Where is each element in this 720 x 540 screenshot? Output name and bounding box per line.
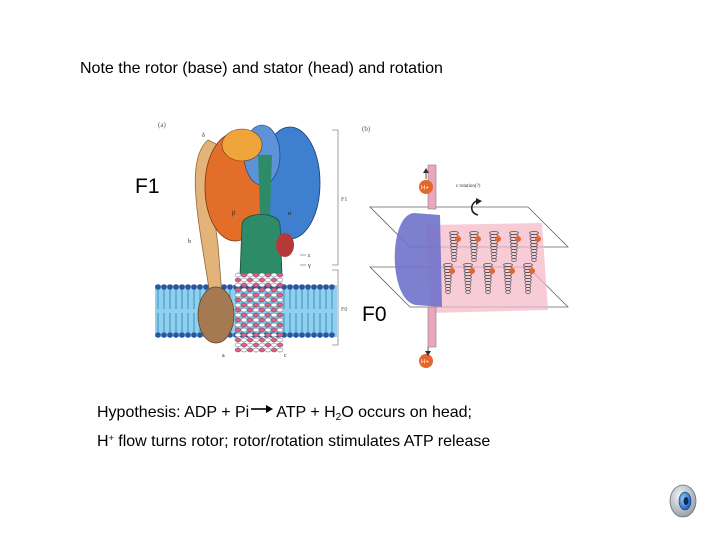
- c-subunit-helices: [443, 231, 541, 294]
- delta-subunit: [221, 128, 263, 162]
- svg-text:ε: ε: [308, 253, 311, 259]
- hypothesis-line-2-text: flow turns rotor; rotor/rotation stimula…: [113, 433, 491, 450]
- svg-text:β: β: [232, 211, 235, 217]
- figure-a-panel-label: (a): [158, 121, 166, 129]
- gamma-stalk: [239, 214, 283, 276]
- svg-text:F0: F0: [341, 307, 347, 313]
- hypothesis-text: Hypothesis: ADP + Pi ATP + H2O occurs on …: [97, 403, 490, 452]
- svg-text:F1: F1: [341, 197, 347, 203]
- hypothesis-line-1: Hypothesis: ADP + Pi ATP + H2O occurs on …: [97, 403, 490, 428]
- proton-symbol: H: [97, 433, 109, 450]
- f0-label: F0: [362, 303, 387, 326]
- hypothesis-prefix: Hypothesis: ADP + Pi: [97, 404, 250, 421]
- atp-synthase-structure-figure: (a) δ β α b ε γ a c F1 F0: [155, 121, 347, 359]
- hypothesis-suffix: O occurs on head;: [341, 404, 472, 421]
- proton-ion-bottom: H+: [419, 354, 433, 368]
- svg-text:δ: δ: [202, 133, 205, 139]
- right-arrow-icon: [251, 405, 274, 413]
- hypothesis-line-2: H+ flow turns rotor; rotor/rotation stim…: [97, 428, 490, 452]
- svg-text:b: b: [188, 239, 191, 245]
- svg-text:a: a: [222, 353, 225, 359]
- water-subscript: 2: [335, 412, 342, 423]
- figure-b-panel-label: (b): [362, 125, 371, 133]
- svg-text:ε rotation(?): ε rotation(?): [456, 184, 481, 189]
- proton-ion-top: H+: [419, 180, 433, 194]
- proton-charge: +: [108, 433, 114, 443]
- rotation-mechanism-figure: (b) ε rotation(?) H+ H+: [362, 125, 569, 368]
- slide-title: Note the rotor (base) and stator (head) …: [80, 60, 443, 77]
- rotation-arrow: [470, 200, 479, 216]
- svg-text:α: α: [288, 211, 292, 217]
- c-ring: [234, 272, 284, 353]
- speaker-icon[interactable]: [666, 484, 700, 518]
- svg-text:γ: γ: [307, 263, 311, 269]
- stator-half-cylinder: [394, 213, 442, 307]
- epsilon-subunit: [276, 233, 294, 257]
- svg-text:c: c: [284, 353, 287, 359]
- hypothesis-atp: ATP + H: [276, 404, 336, 421]
- f1-label: F1: [135, 175, 160, 198]
- subunit-a: [197, 286, 235, 344]
- svg-text:H+: H+: [421, 186, 429, 192]
- svg-text:H+: H+: [421, 360, 429, 366]
